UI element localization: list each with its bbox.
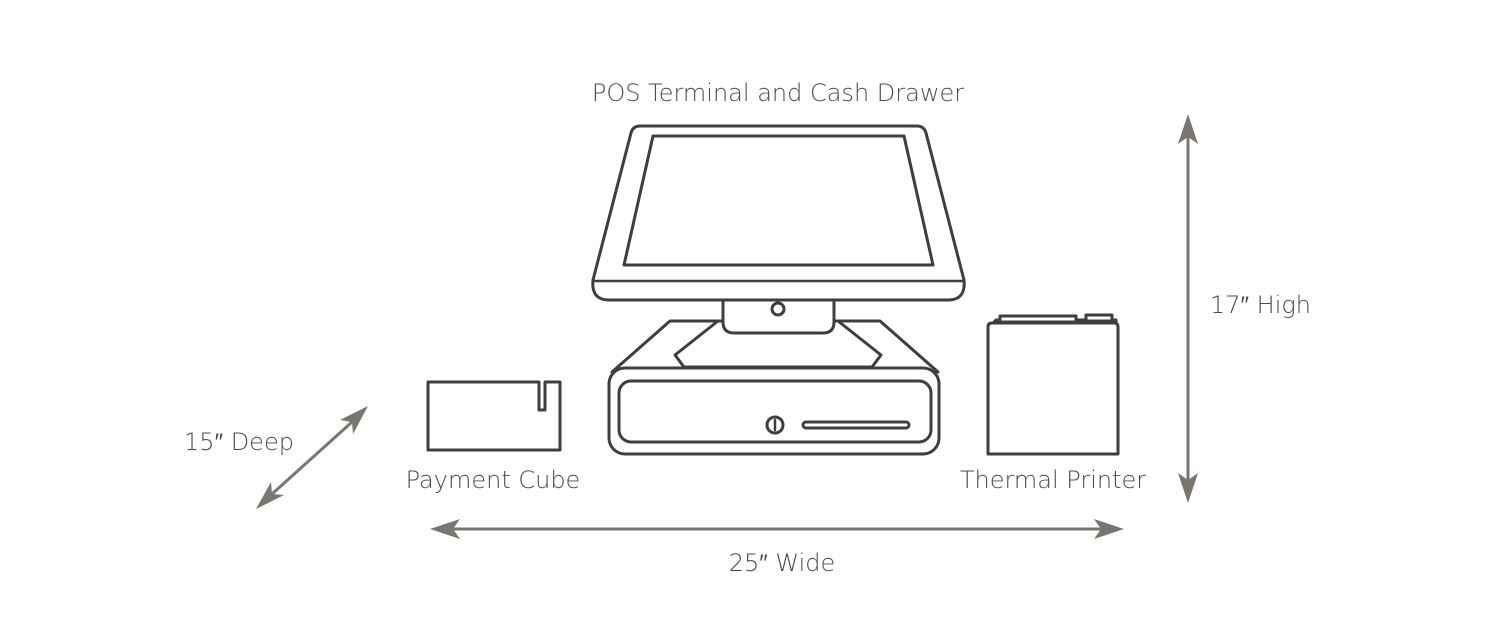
payment-cube bbox=[426, 380, 562, 452]
printer-paper-slot bbox=[998, 314, 1078, 324]
depth-dimension-arrow bbox=[256, 406, 368, 509]
payment-cube-body bbox=[426, 380, 562, 452]
width-dimension-arrow bbox=[430, 519, 1124, 539]
printer-button bbox=[1084, 313, 1114, 323]
height-label: 17″ High bbox=[1210, 291, 1311, 319]
drawer-slot bbox=[801, 420, 911, 430]
printer-body bbox=[986, 321, 1120, 456]
depth-label: 15″ Deep bbox=[184, 428, 294, 456]
payment-cube-label: Payment Cube bbox=[406, 466, 581, 494]
terminal-stand bbox=[673, 296, 883, 369]
width-label: 25″ Wide bbox=[729, 549, 836, 577]
height-dimension-arrow bbox=[1178, 114, 1198, 503]
terminal-label: POS Terminal and Cash Drawer bbox=[592, 79, 964, 107]
terminal-monitor bbox=[591, 124, 966, 302]
thermal-printer bbox=[986, 313, 1120, 456]
monitor-screen bbox=[622, 134, 935, 267]
stand-hinge bbox=[770, 301, 786, 317]
lock-icon bbox=[765, 415, 785, 435]
thermal-printer-label: Thermal Printer bbox=[960, 466, 1146, 494]
